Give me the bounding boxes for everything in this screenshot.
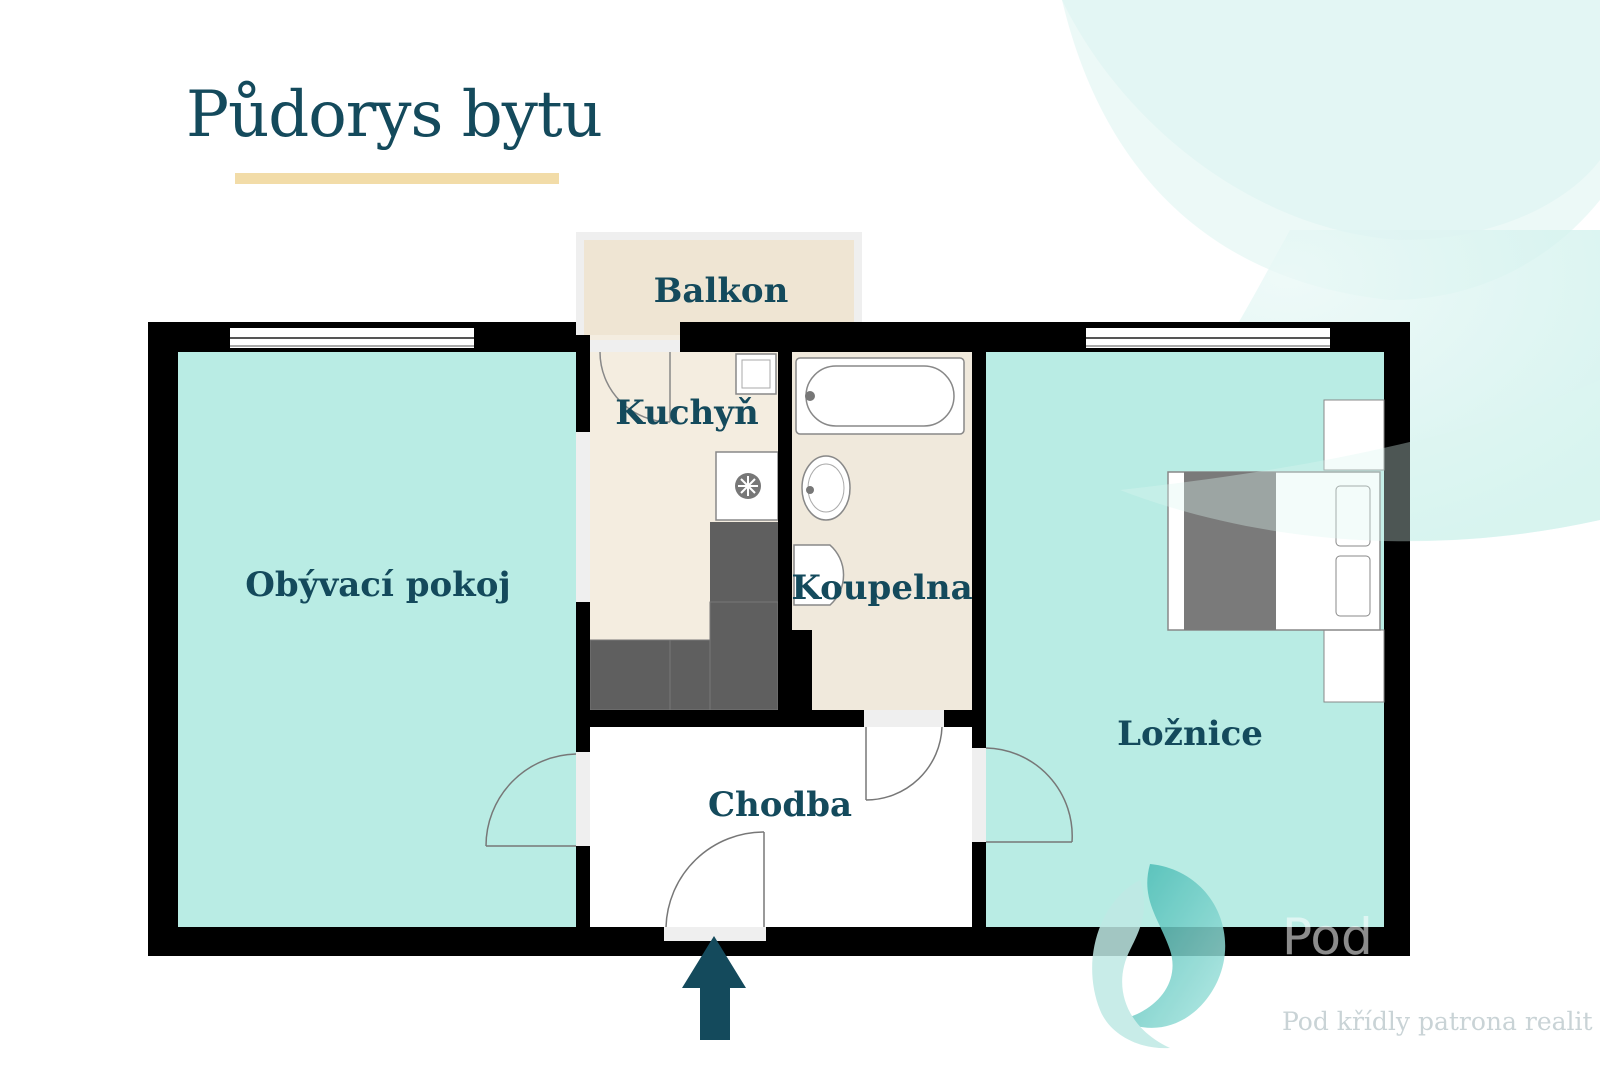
title-underline xyxy=(235,173,559,184)
room-label-bedroom: Ložnice xyxy=(1117,714,1263,754)
brand-name: Pod xyxy=(1282,908,1373,966)
toilet xyxy=(793,544,845,606)
snowflake-icon xyxy=(735,473,761,499)
nightstand xyxy=(1323,399,1385,471)
leaf-logo-icon xyxy=(1092,864,1226,1049)
living-room-floor xyxy=(178,352,576,927)
room-label-hallway: Chodba xyxy=(707,785,853,825)
up-arrow-icon xyxy=(682,936,746,1040)
hallway-floor xyxy=(590,727,972,927)
nightstand xyxy=(1323,629,1385,703)
kitchen-counter xyxy=(710,522,778,602)
room-label-balcony: Balkon xyxy=(653,271,789,311)
page-title: Půdorys bytu xyxy=(186,78,603,152)
room-label-kitchen: Kuchyň xyxy=(615,393,759,433)
brand-tagline: Pod křídly patrona realit xyxy=(1282,1007,1593,1036)
bedroom-floor xyxy=(986,352,1384,927)
room-label-living-room: Obývací pokoj xyxy=(245,565,511,605)
room-label-bathroom: Koupelna xyxy=(791,568,973,608)
